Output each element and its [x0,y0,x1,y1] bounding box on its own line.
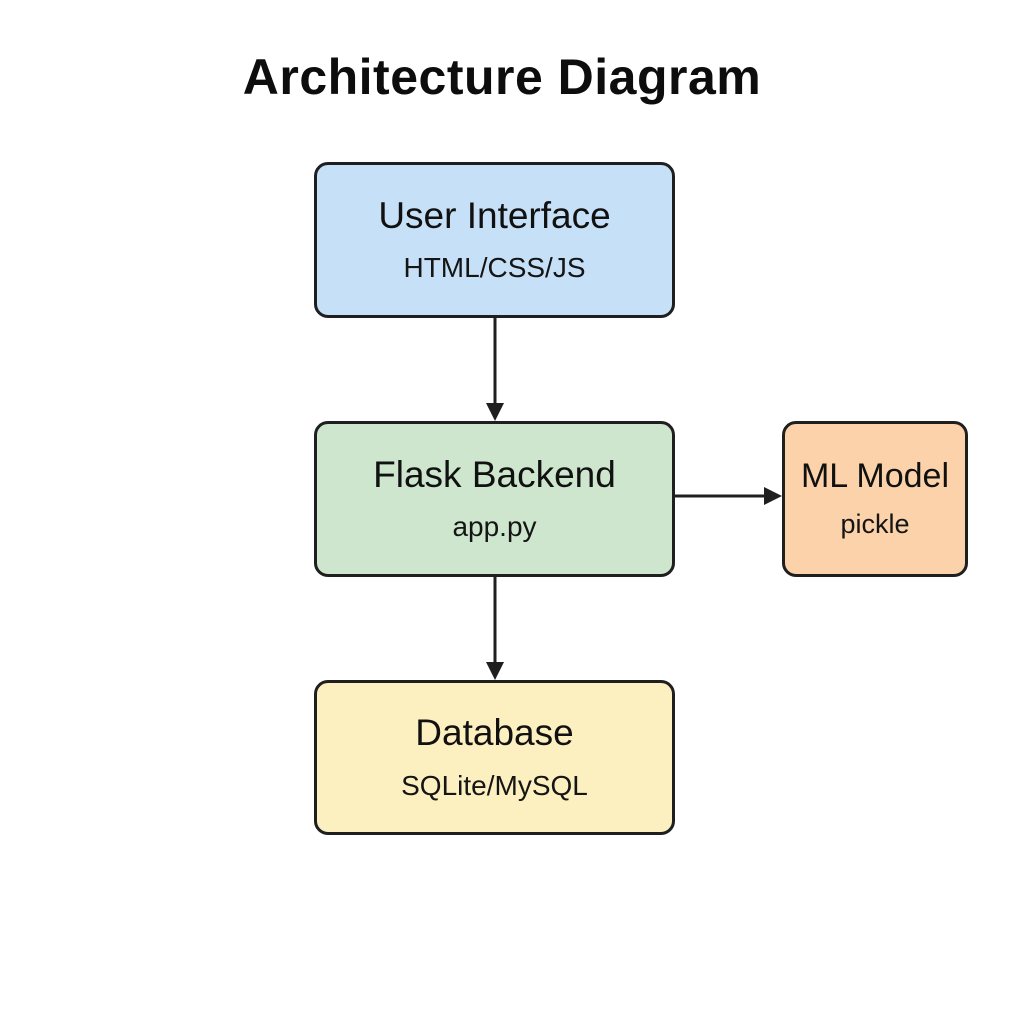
flask-backend-label: Flask Backend [373,453,616,495]
database-label: Database [415,712,574,754]
user-interface-detail: HTML/CSS/JS [403,252,586,284]
ml-model-detail: pickle [840,509,910,540]
database-node: Database SQLite/MySQL [314,680,675,835]
flask-backend-node: Flask Backend app.py [314,421,675,577]
diagram-title: Architecture Diagram [242,49,762,105]
ml-model-label: ML Model [800,457,950,496]
arrowhead-flask-to-db [486,662,504,680]
ml-model-node: ML Model pickle [782,421,968,577]
user-interface-label: User Interface [378,194,611,236]
user-interface-node: User Interface HTML/CSS/JS [314,162,675,318]
arrowhead-flask-to-ml [764,487,782,505]
database-detail: SQLite/MySQL [401,769,588,801]
arrowhead-ui-to-flask [486,403,504,421]
flask-backend-detail: app.py [452,511,537,543]
